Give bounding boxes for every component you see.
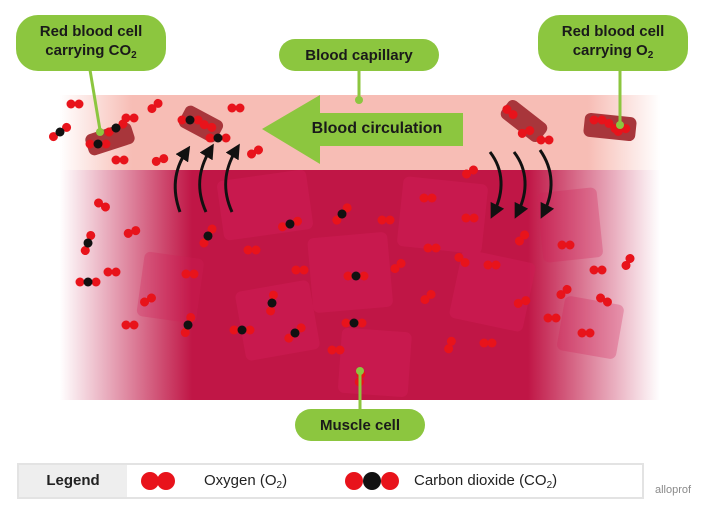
oxygen-molecule [181,269,199,279]
carbon-dioxide-molecule [75,277,101,287]
carbon-dioxide-molecule [104,119,128,137]
oxygen-molecule [147,98,163,114]
circulation-label: Blood circulation [311,120,443,137]
carbon-dioxide-molecule [199,224,217,248]
carbon-dioxide-molecule [341,318,367,328]
legend-co2-text: Carbon dioxide (CO2) [414,472,558,491]
oxygen-molecule [111,155,129,165]
oxygen-molecule [577,328,595,338]
oxygen-molecule [390,258,406,274]
oxygen-molecule [502,104,518,120]
oxygen-molecule [589,115,607,125]
oxygen-molecule [291,265,309,275]
o2-release-arrows [488,149,555,219]
oxygen-molecule [420,289,436,305]
carbon-dioxide-molecule [266,290,278,316]
oxygen-molecule [444,336,456,354]
oxygen-molecule [199,120,217,132]
oxygen-molecule [543,313,561,323]
oxygen-molecule [517,126,535,138]
oxygen-molecule [483,260,501,270]
oxygen-molecule [589,265,607,275]
legend: Legend Oxygen (O2) Carbon dioxide (CO2) [17,463,644,499]
oxygen-molecule [461,213,479,223]
muscle-cell-label: Muscle cell [295,409,425,441]
legend-title: Legend [19,465,127,497]
oxygen-molecule [121,113,139,123]
legend-oxygen-text: Oxygen (O2) [204,472,288,491]
oxygen-molecule [479,338,497,348]
oxygen-molecule [454,252,470,268]
label-pointers [88,69,624,410]
oxygen-molecule [227,103,245,113]
oxygen-legend-icon [141,472,175,490]
oxygen-molecule [66,99,84,109]
oxygen-molecule [151,154,169,166]
circulation-arrow [262,95,463,164]
carbon-dioxide-molecule [177,115,203,125]
oxygen-molecule [621,254,635,270]
oxygen-molecule [121,320,139,330]
carbon-dioxide-molecule [284,323,306,343]
oxygen-molecule [247,145,263,159]
carbon-dioxide-molecule [343,271,369,281]
oxygen-molecule [327,345,345,355]
oxygen-molecule [243,245,261,255]
muscle-tissue [60,168,660,400]
alloprof-watermark: alloprof [655,484,692,496]
oxygen-molecule [94,198,110,212]
carbon-dioxide-legend-icon [345,472,399,490]
carbon-dioxide-molecule [229,325,255,335]
oxygen-molecule [462,165,478,179]
molecules [48,98,635,387]
oxygen-molecule [557,240,575,250]
carbon-dioxide-molecule [85,139,111,149]
oxygen-molecule [536,135,554,145]
oxygen-molecule [377,215,395,225]
capillary-label: Blood capillary [279,39,439,71]
oxygen-molecule [123,226,141,238]
carbon-dioxide-molecule [277,216,303,232]
carbon-dioxide-molecule [205,133,231,143]
oxygen-molecule [419,193,437,203]
oxygen-molecule [596,293,612,307]
carbon-dioxide-molecule [332,203,352,225]
oxygen-molecule [140,293,156,307]
oxygen-molecule [514,230,530,246]
carbon-dioxide-molecule [180,312,196,338]
oxygen-molecule [556,284,572,300]
carbon-dioxide-molecule [80,230,96,256]
carbon-dioxide-molecule [48,122,72,142]
oxygen-molecule [103,267,121,277]
co2-uptake-arrows [173,143,240,213]
oxygen-molecule [423,243,441,253]
oxygen-molecule [513,296,531,308]
